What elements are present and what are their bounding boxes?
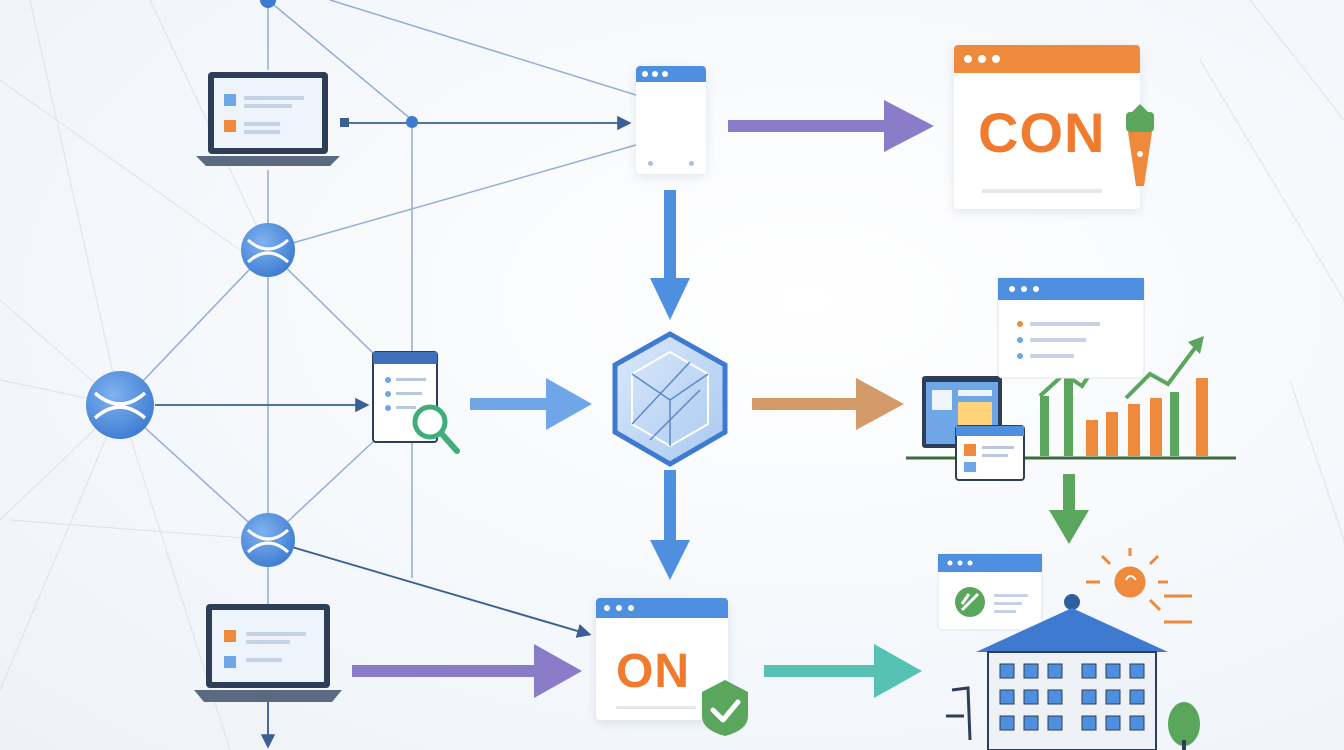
junction-dot bbox=[406, 116, 418, 128]
flow-arrows bbox=[352, 100, 1089, 698]
junction-dot-top bbox=[260, 0, 276, 8]
laptop-icon bbox=[196, 72, 340, 166]
window-titlebar bbox=[636, 66, 706, 82]
hexagon-processor-icon bbox=[612, 331, 728, 467]
hub-node-icon bbox=[86, 371, 154, 439]
window-dot bbox=[662, 71, 668, 77]
window-dot bbox=[604, 605, 610, 611]
hub-node-icon bbox=[241, 513, 295, 567]
window-titlebar bbox=[954, 45, 1140, 73]
window-dot bbox=[642, 71, 648, 77]
hub-node-icon bbox=[241, 223, 295, 277]
document-search-icon bbox=[372, 351, 460, 454]
checkmark-badge-icon bbox=[702, 680, 748, 736]
connector-start-square bbox=[340, 118, 349, 127]
window-dot bbox=[992, 55, 1000, 63]
window-footer-line bbox=[982, 189, 1102, 193]
window-titlebar bbox=[596, 598, 728, 618]
arrow-chart-to-building bbox=[1049, 474, 1089, 544]
small-window-icon bbox=[955, 425, 1025, 481]
arrow-on-to-building bbox=[764, 644, 922, 698]
con-output-window bbox=[954, 45, 1140, 209]
arrow-server-to-hexagon bbox=[650, 190, 690, 320]
arrow-server-to-con bbox=[728, 100, 934, 152]
carrot-icon bbox=[1126, 104, 1154, 186]
status-window-icon bbox=[937, 553, 1043, 631]
building-icon bbox=[946, 594, 1200, 750]
window-dot bbox=[978, 55, 986, 63]
on-label: ON bbox=[616, 645, 690, 698]
con-label: CON bbox=[978, 101, 1106, 164]
window-dot bbox=[616, 605, 622, 611]
status-light bbox=[648, 161, 653, 166]
arrow-hexagon-to-on bbox=[650, 470, 690, 580]
status-light bbox=[689, 161, 694, 166]
window-dot bbox=[628, 605, 634, 611]
window-footer-line bbox=[616, 706, 696, 709]
thin-connectors bbox=[155, 115, 632, 749]
sun-icon bbox=[1086, 548, 1192, 624]
server-window-icon bbox=[636, 66, 706, 174]
report-window-icon bbox=[997, 277, 1145, 379]
on-output-window bbox=[596, 598, 728, 720]
arrow-search-to-hexagon bbox=[470, 378, 592, 430]
window-dot bbox=[652, 71, 658, 77]
laptop-icon bbox=[194, 604, 342, 702]
arrow-hexagon-to-chart bbox=[752, 378, 904, 430]
window-dot bbox=[964, 55, 972, 63]
arrow-laptop-to-on bbox=[352, 644, 582, 698]
